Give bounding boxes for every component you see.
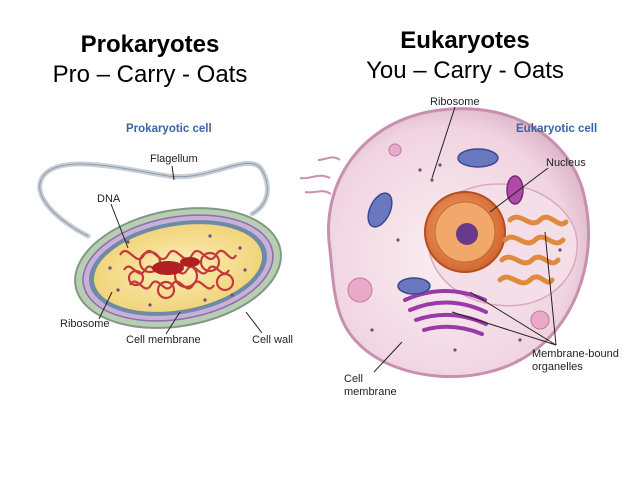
endoplasmic-reticulum [497,214,569,286]
prokaryotes-mnemonic: Pro – Carry - Oats [52,61,248,88]
prokaryotic-cell [37,160,282,335]
mitochondria [367,148,524,295]
label-ribosome-eukaryote: Ribosome [430,96,480,108]
prokaryotic-cell-caption: Prokaryotic cell [126,123,212,135]
eukaryote-ribosomes [370,163,562,352]
prokaryotes-title: Prokaryotes [80,31,220,58]
eukaryotes-title: Eukaryotes [400,27,530,54]
label-ribosome-prokaryote: Ribosome [60,318,110,330]
dna-strand [119,249,237,300]
eukaryotic-cell [299,106,591,378]
label-cell-membrane-prokaryote: Cell membrane [126,334,201,346]
label-dna: DNA [97,193,121,205]
eukaryotic-cell-caption: Eukaryotic cell [516,123,598,135]
label-membrane-bound-organelles: Membrane-bound organelles [532,348,619,373]
nucleolus [456,223,478,245]
label-cell-wall: Cell wall [252,334,293,346]
label-nucleus: Nucleus [546,157,586,169]
eukaryotes-mnemonic: You – Carry - Oats [366,57,564,84]
prokaryote-ribosomes [108,234,247,307]
eukaryotes-heading: Eukaryotes You – Carry - Oats [330,26,600,86]
label-flagellum: Flagellum [150,153,198,165]
prokaryotes-heading: Prokaryotes Pro – Carry - Oats [20,30,280,90]
golgi-apparatus [403,289,488,336]
label-cell-membrane-eukaryote: Cell membrane [344,373,397,398]
